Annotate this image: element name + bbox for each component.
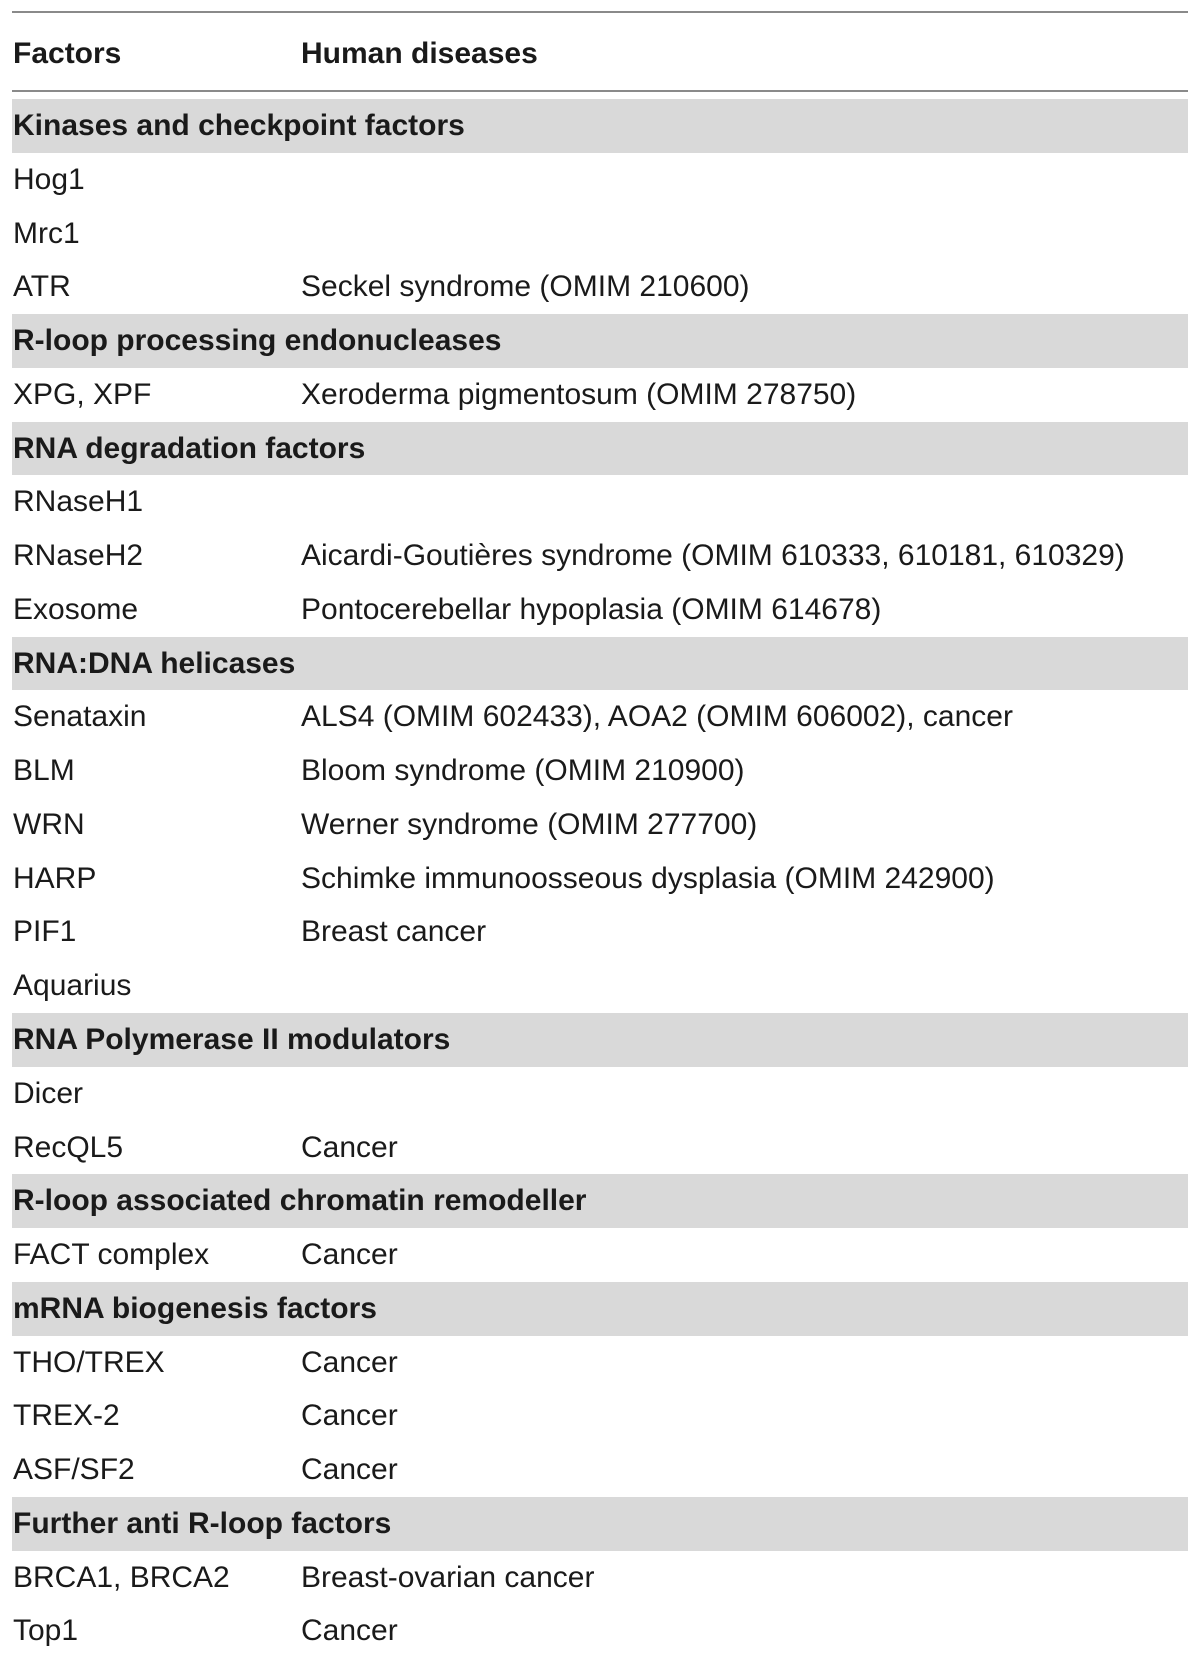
disease-cell: Cancer — [301, 1399, 398, 1433]
table-row: BLM Bloom syndrome (OMIM 210900) — [0, 744, 1200, 798]
disease-cell: ALS4 (OMIM 602433), AOA2 (OMIM 606002), … — [301, 700, 1013, 734]
disease-cell: Xeroderma pigmentosum (OMIM 278750) — [301, 377, 857, 411]
factor-cell: BRCA1, BRCA2 — [13, 1560, 230, 1594]
header-diseases: Human diseases — [301, 37, 538, 70]
disease-cell: Pontocerebellar hypoplasia (OMIM 614678) — [301, 592, 882, 626]
disease-cell: Cancer — [301, 1130, 398, 1164]
factor-cell: THO/TREX — [13, 1345, 165, 1379]
disease-cell: Breast cancer — [301, 915, 487, 949]
section-band — [12, 421, 1188, 476]
disease-cell: Cancer — [301, 1345, 398, 1379]
factor-cell: BLM — [13, 754, 75, 788]
factor-cell: Mrc1 — [13, 216, 80, 250]
disease-cell: Cancer — [301, 1453, 398, 1487]
section-label: RNA Polymerase II modulators — [13, 1023, 451, 1057]
section-row: Kinases and checkpoint factors — [0, 99, 1200, 153]
table-row: WRN Werner syndrome (OMIM 277700) — [0, 798, 1200, 852]
factor-cell: Hog1 — [13, 162, 85, 196]
section-row: R-loop processing endonucleases — [0, 314, 1200, 368]
disease-cell: Breast-ovarian cancer — [301, 1560, 595, 1594]
section-band — [12, 314, 1188, 368]
table-row: FACT complex Cancer — [0, 1228, 1200, 1282]
factor-cell: Dicer — [13, 1076, 84, 1110]
factor-cell: RNaseH1 — [13, 485, 144, 519]
factor-cell: Senataxin — [13, 700, 147, 734]
table-row: Aquarius — [0, 959, 1200, 1013]
section-band — [12, 99, 1188, 153]
section-band — [12, 1013, 1188, 1067]
header-factors: Factors — [13, 37, 122, 70]
top-rule — [12, 11, 1188, 13]
factor-cell: Aquarius — [13, 969, 132, 1003]
section-label: mRNA biogenesis factors — [13, 1291, 377, 1325]
factor-cell: Exosome — [13, 592, 139, 626]
table-row: RNaseH2 Aicardi-Goutières syndrome (OMIM … — [0, 529, 1200, 583]
section-label: Further anti R-loop factors — [13, 1506, 392, 1540]
section-label: Kinases and checkpoint factors — [13, 109, 465, 142]
factor-cell: ASF/SF2 — [13, 1453, 135, 1487]
table-row: BRCA1, BRCA2 Breast-ovarian cancer — [0, 1551, 1200, 1605]
table-row: RecQL5 Cancer — [0, 1121, 1200, 1175]
table-row: Senataxin ALS4 (OMIM 602433), AOA2 (OMIM … — [0, 690, 1200, 744]
section-label: R-loop processing endonucleases — [13, 324, 502, 358]
section-row: Further anti R-loop factors — [0, 1496, 1200, 1551]
header-rule — [12, 90, 1188, 92]
section-band — [12, 636, 1188, 691]
factor-cell: TREX-2 — [13, 1399, 120, 1433]
disease-cell: Bloom syndrome (OMIM 210900) — [301, 754, 745, 788]
disease-cell: Cancer — [301, 1614, 398, 1648]
table-row: Dicer — [0, 1067, 1200, 1121]
disease-cell: Cancer — [301, 1238, 398, 1272]
section-band — [12, 1281, 1188, 1336]
disease-cell: Seckel syndrome (OMIM 210600) — [301, 270, 750, 304]
section-label: R-loop associated chromatin remodeller — [13, 1184, 587, 1218]
factor-cell: Top1 — [13, 1614, 79, 1648]
table-row: XPG, XPF Xeroderma pigmentosum (OMIM 2787… — [0, 368, 1200, 422]
factor-cell: ATR — [13, 270, 71, 304]
section-label: RNA:DNA helicases — [13, 646, 296, 680]
table-row: ASF/SF2 Cancer — [0, 1443, 1200, 1497]
table-row: THO/TREX Cancer — [0, 1336, 1200, 1390]
section-band — [12, 1496, 1188, 1551]
table-row: Mrc1 — [0, 207, 1200, 261]
table-row: Hog1 — [0, 153, 1200, 207]
factor-cell: XPG, XPF — [13, 377, 152, 411]
table-row: Exosome Pontocerebellar hypoplasia (OMIM … — [0, 583, 1200, 637]
factor-cell: WRN — [13, 807, 85, 841]
disease-cell: Aicardi-Goutières syndrome (OMIM 610333,… — [301, 539, 1125, 573]
factor-cell: FACT complex — [13, 1238, 210, 1272]
disease-cell: Schimke immunoosseous dysplasia (OMIM 24… — [301, 861, 995, 895]
section-row: RNA Polymerase II modulators — [0, 1013, 1200, 1067]
disease-cell: Werner syndrome (OMIM 277700) — [301, 807, 758, 841]
table-header: Factors Human diseases — [0, 14, 1200, 90]
table-row: HARP Schimke immunoosseous dysplasia (OMI… — [0, 852, 1200, 906]
table-row: TREX-2 Cancer — [0, 1389, 1200, 1443]
section-row: R-loop associated chromatin remodeller — [0, 1174, 1200, 1229]
factor-cell: HARP — [13, 861, 97, 895]
section-label: RNA degradation factors — [13, 431, 366, 465]
factor-cell: RecQL5 — [13, 1130, 124, 1164]
table-row: Top1 Cancer — [0, 1604, 1200, 1658]
section-row: mRNA biogenesis factors — [0, 1281, 1200, 1336]
factor-cell: RNaseH2 — [13, 539, 144, 573]
factor-cell: PIF1 — [13, 915, 77, 949]
section-band — [12, 1174, 1188, 1229]
table-row: ATR Seckel syndrome (OMIM 210600) — [0, 260, 1200, 314]
section-row: RNA degradation factors — [0, 421, 1200, 476]
table-row: RNaseH1 — [0, 475, 1200, 529]
table-row: PIF1 Breast cancer — [0, 905, 1200, 959]
section-row: RNA:DNA helicases — [0, 636, 1200, 691]
